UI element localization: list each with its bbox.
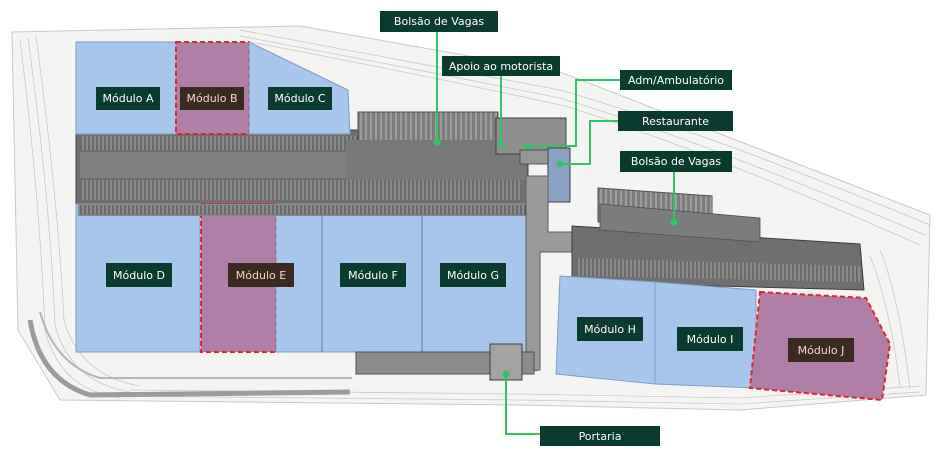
module-g-label: Módulo G — [440, 263, 506, 287]
module-e-label: Módulo E — [228, 263, 294, 287]
admin-building — [547, 147, 571, 203]
module-j-label: Módulo J — [788, 338, 854, 362]
module-b-label: Módulo B — [180, 87, 244, 110]
callout-leaders — [433, 30, 678, 435]
callout-portaria: Portaria — [540, 426, 660, 446]
module-h-label: Módulo H — [577, 317, 643, 341]
callout-apoio-motorista: Apoio ao motorista — [442, 56, 560, 76]
module-a-label: Módulo A — [96, 87, 160, 110]
module-f-label: Módulo F — [340, 263, 406, 287]
module-d-label: Módulo D — [106, 263, 172, 287]
module-i-label: Módulo I — [677, 327, 743, 351]
module-c-label: Módulo C — [268, 87, 332, 110]
callout-restaurante: Restaurante — [618, 111, 733, 131]
callout-bolsao-right: Bolsão de Vagas — [620, 151, 732, 172]
parking-lot-top — [357, 111, 499, 143]
callout-bolsao-top: Bolsão de Vagas — [380, 11, 498, 32]
access-road — [27, 319, 351, 398]
callout-adm-ambulatorio: Adm/Ambulatório — [620, 70, 732, 90]
